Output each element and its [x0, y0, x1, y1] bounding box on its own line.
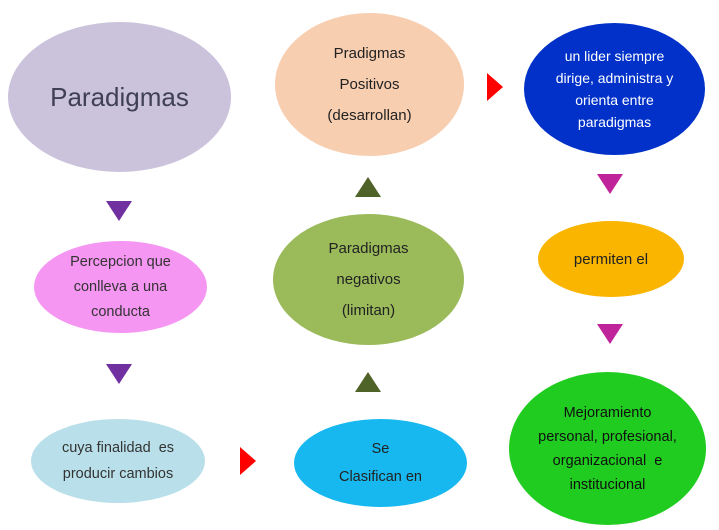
node-permiten: permiten el	[538, 221, 684, 297]
node-positivos-line-3: (desarrollan)	[327, 107, 412, 124]
arrow-right-1	[240, 447, 256, 475]
node-positivos-line-1: Pradigmas	[333, 45, 406, 62]
node-positivos: Pradigmas Positivos (desarrollan)	[275, 13, 464, 156]
node-clasifican: Se Clasifican en	[294, 419, 467, 507]
node-negativos: Paradigmas negativos (limitan)	[273, 214, 464, 345]
node-percepcion: Percepcion que conlleva a una conducta	[34, 241, 207, 333]
node-lider-line-1: un lider siempre	[564, 48, 665, 64]
node-lider-line-4: paradigmas	[577, 114, 652, 130]
arrow-down-3	[597, 174, 623, 194]
node-mejoramiento-line-1: Mejoramiento	[563, 404, 652, 421]
node-paradigmas: Paradigmas	[8, 22, 231, 172]
node-percepcion-line-2: conlleva a una	[73, 278, 168, 295]
node-positivos-line-2: Positivos	[339, 76, 400, 93]
node-lider-line-3: orienta entre	[575, 92, 654, 108]
node-negativos-line-1: Paradigmas	[328, 240, 409, 257]
node-percepcion-line-1: Percepcion que	[70, 253, 171, 270]
node-mejoramiento: Mejoramiento personal, profesional, orga…	[509, 372, 706, 525]
node-finalidad-line-1: cuya finalidad es	[61, 440, 175, 456]
node-percepcion-line-3: conducta	[91, 303, 150, 320]
arrow-down-1	[106, 201, 132, 221]
node-negativos-line-2: negativos	[336, 271, 401, 288]
arrow-right-2	[487, 73, 503, 101]
node-clasifican-line-2: Clasifican en	[338, 469, 422, 485]
arrow-up-1	[355, 372, 381, 392]
node-mejoramiento-line-3: organizacional e	[552, 452, 663, 469]
arrow-up-2	[355, 177, 381, 197]
arrow-down-2	[106, 364, 132, 384]
node-lider-line-2: dirige, administra y	[555, 70, 674, 86]
node-negativos-line-3: (limitan)	[341, 302, 396, 319]
node-clasifican-line-1: Se	[371, 441, 390, 457]
node-mejoramiento-line-4: institucional	[569, 476, 646, 493]
node-finalidad-line-2: producir cambios	[62, 466, 174, 482]
node-permiten-label: permiten el	[573, 250, 649, 268]
node-paradigmas-label: Paradigmas	[50, 81, 189, 112]
arrow-down-4	[597, 324, 623, 344]
node-lider: un lider siempre dirige, administra y or…	[524, 23, 705, 155]
node-finalidad: cuya finalidad es producir cambios	[31, 419, 205, 503]
node-mejoramiento-line-2: personal, profesional,	[538, 428, 677, 445]
